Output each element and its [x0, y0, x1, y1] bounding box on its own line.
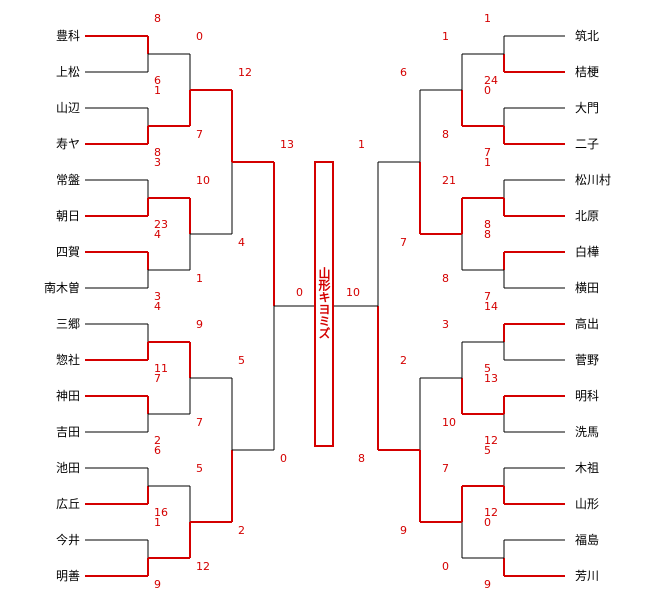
right-team: 木祖 [575, 461, 600, 475]
right-team: 松川村 [575, 173, 612, 187]
left-score: 0 [280, 452, 287, 465]
left-team: 神田 [55, 389, 80, 403]
left-score: 2 [154, 434, 161, 447]
right-score: 8 [484, 228, 491, 241]
right-team: 二子 [575, 137, 600, 151]
left-score: 23 [154, 218, 168, 231]
left-team: 四賀 [55, 245, 80, 259]
right-team: 高出 [575, 317, 600, 331]
right-score: 7 [484, 146, 491, 159]
left-team: 吉田 [55, 425, 80, 439]
right-score: 7 [484, 290, 491, 303]
left-team: 山辺 [55, 101, 80, 115]
right-score: 8 [484, 218, 491, 231]
left-team: 上松 [55, 65, 80, 79]
right-score: 5 [484, 444, 491, 457]
right-score: 3 [442, 318, 449, 331]
left-score: 4 [238, 236, 245, 249]
left-score: 5 [238, 354, 245, 367]
right-score: 14 [484, 300, 498, 313]
left-score: 1 [196, 272, 203, 285]
right-score: 0 [484, 84, 491, 97]
left-score: 6 [154, 74, 161, 87]
left-team: 明善 [55, 569, 80, 583]
right-team: 山形 [575, 497, 600, 511]
left-score: 11 [154, 362, 168, 375]
left-score: 6 [154, 444, 161, 457]
right-team: 横田 [575, 281, 600, 295]
left-score: 3 [154, 290, 161, 303]
left-score: 7 [196, 416, 203, 429]
left-score: 9 [154, 578, 161, 591]
left-team: 今井 [55, 533, 80, 547]
right-score: 7 [400, 236, 407, 249]
left-score: 4 [154, 300, 161, 313]
right-score: 8 [442, 128, 449, 141]
left-team: 朝日 [55, 209, 80, 223]
left-score: 2 [238, 524, 245, 537]
right-score: 12 [484, 434, 498, 447]
left-score: 4 [154, 228, 161, 241]
left-score: 3 [154, 156, 161, 169]
right-score: 5 [484, 362, 491, 375]
right-team: 桔梗 [575, 65, 600, 79]
right-score: 1 [358, 138, 365, 151]
right-score: 8 [442, 272, 449, 285]
left-team: 池田 [55, 461, 80, 475]
right-team: 北原 [575, 209, 600, 223]
right-score: 2 [400, 354, 407, 367]
right-team: 菅野 [575, 353, 600, 367]
left-score: 0 [196, 30, 203, 43]
left-score: 16 [154, 506, 168, 519]
left-team: 寿ヤ [55, 137, 80, 151]
right-team: 大門 [575, 101, 600, 115]
right-score: 13 [484, 372, 498, 385]
right-score: 1 [484, 156, 491, 169]
right-score: 10 [442, 416, 456, 429]
right-score: 0 [484, 516, 491, 529]
left-team: 三郷 [55, 317, 80, 331]
left-team: 広丘 [55, 497, 80, 511]
left-score: 8 [154, 12, 161, 25]
right-score: 8 [358, 452, 365, 465]
right-team: 福島 [575, 533, 600, 547]
right-final-score: 10 [346, 286, 360, 299]
left-team: 南木曽 [43, 281, 80, 295]
left-score: 7 [154, 372, 161, 385]
left-score: 7 [196, 128, 203, 141]
left-team: 豊科 [55, 29, 80, 43]
right-team: 洗馬 [575, 425, 600, 439]
left-score: 12 [196, 560, 210, 573]
right-team: 芳川 [575, 569, 600, 583]
left-score: 1 [154, 516, 161, 529]
right-score: 21 [442, 174, 456, 187]
left-score: 13 [280, 138, 294, 151]
left-team: 常盤 [55, 173, 80, 187]
right-team: 白樺 [575, 245, 600, 259]
right-team: 明科 [575, 389, 600, 403]
champion-name: 山形キヨミズ [317, 267, 331, 339]
left-score: 12 [238, 66, 252, 79]
right-score: 9 [400, 524, 407, 537]
right-score: 9 [484, 578, 491, 591]
left-score: 1 [154, 84, 161, 97]
right-score: 12 [484, 506, 498, 519]
right-score: 24 [484, 74, 498, 87]
left-score: 5 [196, 462, 203, 475]
left-score: 9 [196, 318, 203, 331]
right-score: 0 [442, 560, 449, 573]
left-final-score: 0 [296, 286, 303, 299]
right-score: 6 [400, 66, 407, 79]
left-team: 惣社 [55, 353, 80, 367]
right-score: 1 [442, 30, 449, 43]
right-team: 筑北 [575, 29, 600, 43]
right-score: 7 [442, 462, 449, 475]
champion-box: 山形キヨミズ [314, 161, 334, 447]
left-score: 8 [154, 146, 161, 159]
left-score: 10 [196, 174, 210, 187]
right-score: 1 [484, 12, 491, 25]
